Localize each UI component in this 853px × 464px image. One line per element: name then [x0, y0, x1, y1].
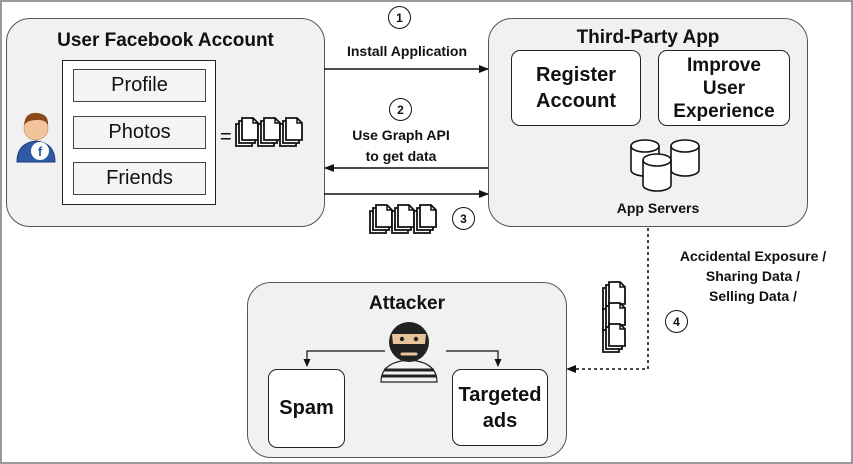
- photos-field: Photos: [73, 116, 206, 149]
- app-servers-label: App Servers: [616, 200, 700, 216]
- exposure-label-line1: Accidental Exposure /: [679, 248, 827, 264]
- spam-box: Spam: [268, 369, 345, 448]
- step-2-badge: 2: [389, 98, 412, 121]
- graph-api-label-line2: to get data: [365, 148, 437, 164]
- masked-attacker-icon: [380, 322, 438, 383]
- targeted-ads-box: Targeted ads: [452, 369, 548, 446]
- equals-sign: =: [220, 126, 232, 148]
- user-data-documents-icon: [236, 118, 302, 146]
- leaked-data-documents-icon: [603, 282, 625, 352]
- svg-text:f: f: [38, 144, 43, 159]
- third-party-app-title: Third-Party App: [576, 27, 720, 48]
- step-1-badge: 1: [388, 6, 411, 29]
- attacker-to-spam-arrow: [303, 350, 385, 367]
- graph-api-label-line1: Use Graph API: [352, 127, 450, 143]
- register-account-box: Register Account: [511, 50, 641, 126]
- friends-field: Friends: [73, 162, 206, 195]
- exposure-label-line3: Selling Data /: [709, 288, 797, 304]
- database-icon: [630, 139, 700, 192]
- facebook-user-icon: f: [16, 112, 56, 163]
- step-3-badge: 3: [452, 207, 475, 230]
- attacker-to-ads-arrow: [446, 350, 502, 367]
- exposure-label-line2: Sharing Data /: [705, 268, 801, 284]
- step-4-badge: 4: [665, 310, 688, 333]
- user-account-title: User Facebook Account: [57, 30, 274, 51]
- improve-experience-box: Improve User Experience: [658, 50, 790, 126]
- leak-arrow: [566, 228, 649, 373]
- profile-field: Profile: [73, 69, 206, 102]
- attacker-title: Attacker: [368, 293, 446, 314]
- transferred-data-documents-icon: [370, 205, 436, 233]
- install-application-label: Install Application: [346, 43, 468, 59]
